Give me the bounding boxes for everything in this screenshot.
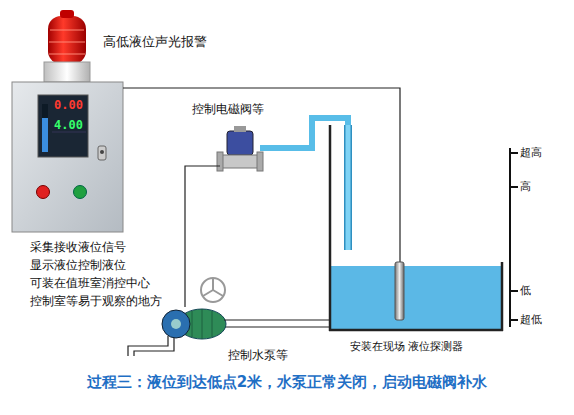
node-text: 高低液位声光报警 <box>103 33 207 51</box>
level-mark: 超低 <box>520 312 542 327</box>
caption: 过程三：液位到达低点2米，水泵正常关闭，启动电磁阀补水 <box>0 373 574 392</box>
node-text: 控制水泵等 <box>228 347 288 364</box>
water-tank <box>329 125 503 331</box>
node-text: 4.00 <box>54 118 83 132</box>
level-mark: 低 <box>520 283 531 298</box>
controller-cabinet <box>12 82 123 232</box>
node-text: 安装在现场 液位探测器 <box>350 339 464 354</box>
description-note: 采集接收液位信号 显示液位控制液位 可装在值班室消控中心 控制室等易于观察的地方 <box>30 238 158 310</box>
controller-node: 0.00 4.00 <box>12 82 123 232</box>
signal-wire <box>123 88 400 125</box>
water-pipe <box>260 118 348 148</box>
level-mark: 超高 <box>520 145 542 160</box>
node-text: 0.00 <box>54 98 83 112</box>
tank-node: 安装在现场 液位探测器 <box>330 125 502 335</box>
level-scale <box>510 148 518 327</box>
alarm-light <box>44 10 90 82</box>
alarm-light-node: 高低液位声光报警 <box>44 10 90 82</box>
valve-node: 控制电磁阀等 <box>220 128 260 170</box>
node-text: 控制电磁阀等 <box>192 101 264 118</box>
outlet-pipe <box>224 319 330 320</box>
pump-node: 控制水泵等 <box>160 307 224 343</box>
water-pump <box>128 278 330 356</box>
solenoid-valve <box>217 126 263 171</box>
control-wire <box>185 166 220 307</box>
level-mark: 高 <box>520 179 531 194</box>
